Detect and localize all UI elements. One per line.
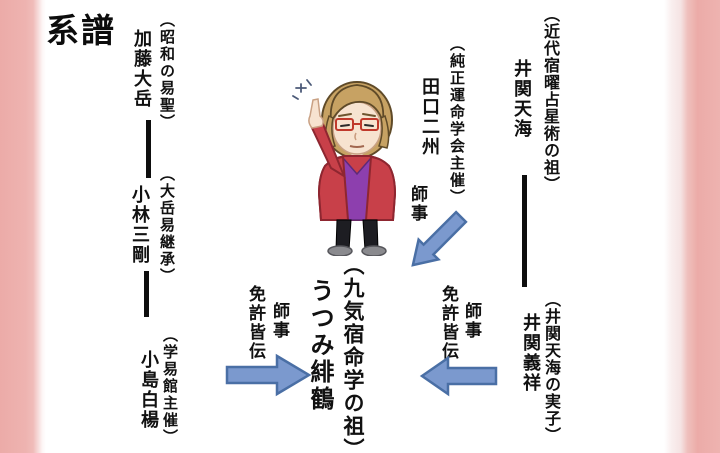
arrow-right [225,353,312,397]
sparkle-icon [292,79,312,100]
shiji-label-middle: 師事 [407,185,427,223]
left-node-1-name: 加藤大岳 [131,29,152,109]
arrow-left-shape [419,355,498,397]
right-node-2-name: 井関義祥 [520,313,541,393]
left-connector-line-1 [146,120,151,178]
left-node-2-title: （大岳易継承） [158,166,176,285]
middle-node-title: （純正運命学会主催） [448,36,466,206]
shiji-label-right: 師事 [461,302,481,340]
middle-node-name: 田口二州 [419,77,440,157]
left-pink-band [0,0,46,453]
page-title: 系譜 [46,11,116,50]
arrow-left [419,355,498,397]
right-node-2-title: （井関天海の実子） [542,291,561,444]
menkyo-kaiden-label-left: 免許皆伝 [245,285,265,361]
person-illustration [292,79,397,256]
left-node-3-name: 小島白楊 [138,350,159,430]
right-connector-line [522,175,527,287]
right-node-1-title: （近代宿曜占星術の祖） [541,6,560,193]
right-pink-band [664,0,720,453]
arrow-right-shape [225,353,312,397]
shiji-label-left: 師事 [269,302,289,340]
left-node-3-title: （学易館主催） [161,327,179,446]
right-node-1-name: 井関天海 [511,59,532,139]
left-connector-line-2 [144,271,149,317]
menkyo-kaiden-label-right: 免許皆伝 [438,285,458,361]
center-person-name: うつみ緋鶴 [306,278,334,413]
arrow-down-left [411,210,468,267]
center-person-title: （九気宿命学の祖） [341,254,365,453]
left-node-1-title: （昭和の易聖） [158,12,176,131]
arrow-down-left-shape [411,210,468,267]
left-node-2-name: 小林三剛 [129,185,150,265]
